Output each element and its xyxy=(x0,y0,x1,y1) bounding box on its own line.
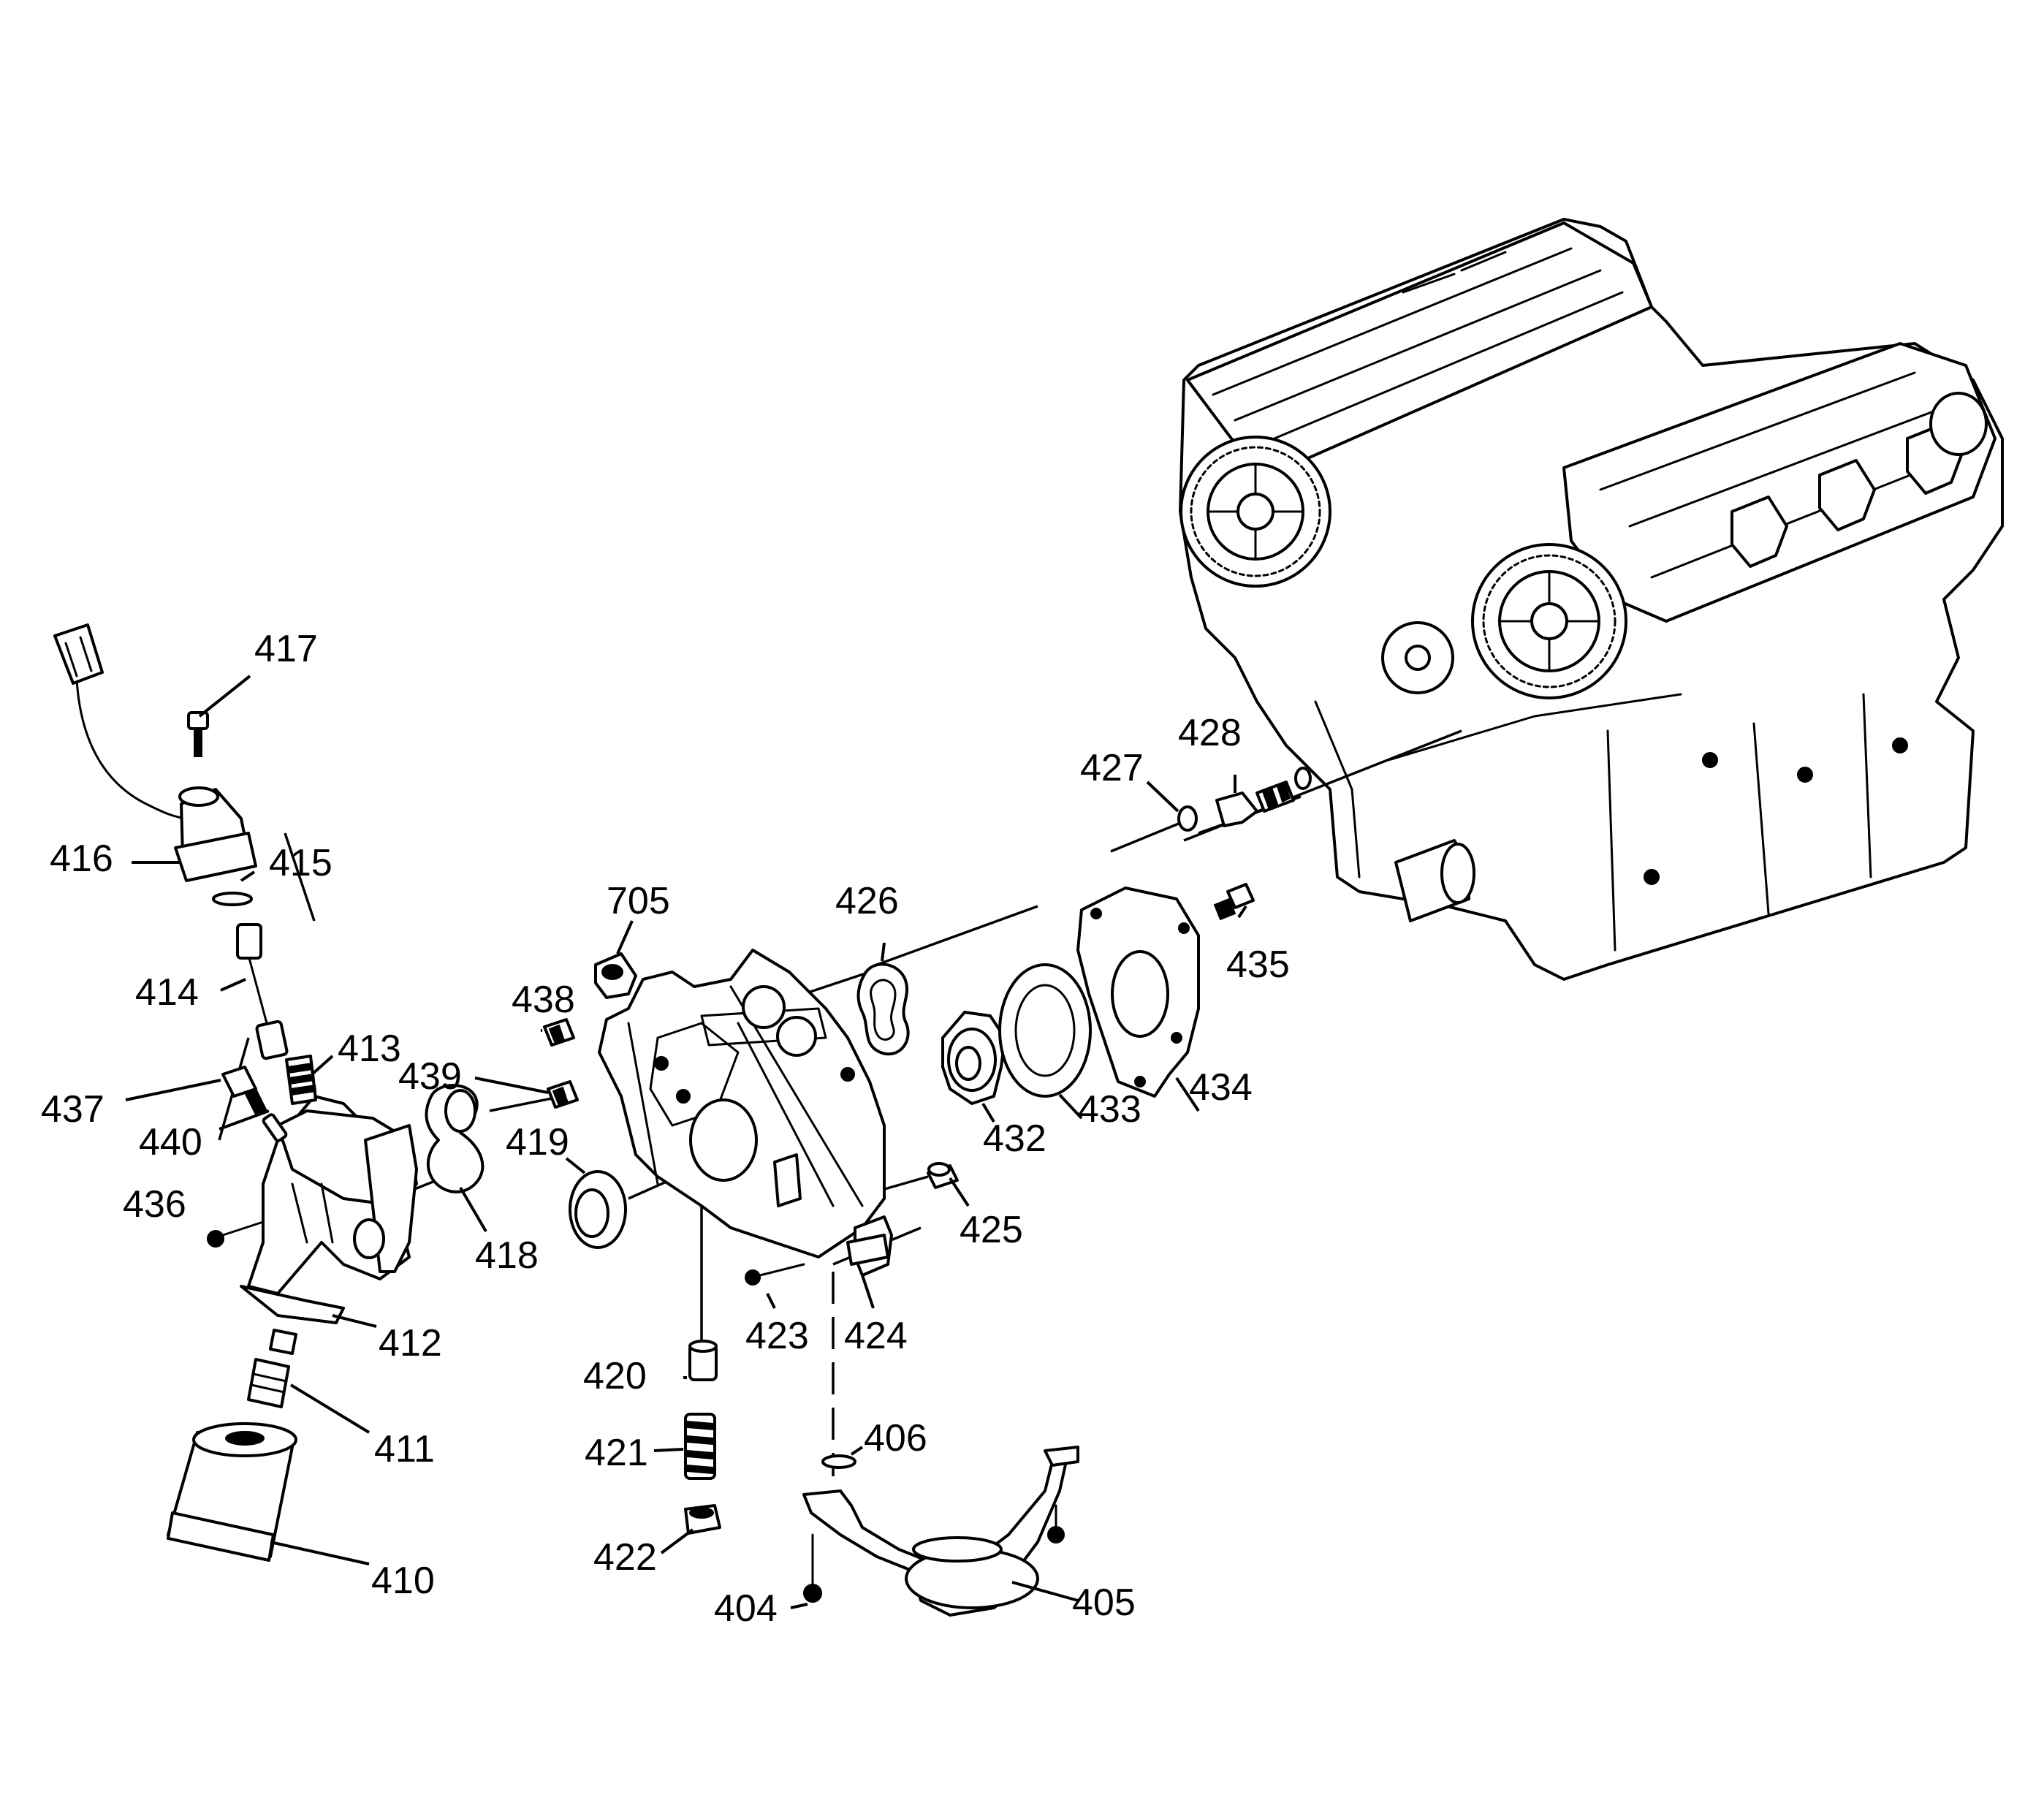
o-ring-428 xyxy=(1294,767,1312,790)
callout-422: 422 xyxy=(593,1536,657,1579)
right-camshaft-sprocket xyxy=(1471,543,1627,699)
callout-404: 404 xyxy=(714,1587,778,1630)
callout-424: 424 xyxy=(844,1315,908,1357)
callout-423: 423 xyxy=(745,1315,809,1357)
callout-427: 427 xyxy=(1080,747,1144,789)
callout-439: 439 xyxy=(398,1055,462,1098)
engine-block-illustration xyxy=(1179,218,2004,981)
callout-405: 405 xyxy=(1072,1582,1136,1624)
cap-705 xyxy=(594,952,637,999)
callout-416: 416 xyxy=(50,838,113,880)
outer-pump-rotor xyxy=(998,963,1092,1098)
callout-411: 411 xyxy=(374,1428,435,1470)
callout-417: 417 xyxy=(254,628,318,670)
callout-705: 705 xyxy=(607,880,670,922)
bracket-424 xyxy=(846,1215,893,1277)
callout-436: 436 xyxy=(123,1183,186,1226)
pickup-brace-bolt xyxy=(1047,1504,1065,1544)
callout-leader-lines xyxy=(125,675,1247,1609)
oil-pressure-sensor xyxy=(53,623,257,882)
front-crank-seal xyxy=(569,1170,627,1249)
callout-440: 440 xyxy=(139,1121,202,1163)
callout-418: 418 xyxy=(475,1234,539,1277)
oil-pickup-tube-screen xyxy=(802,1446,1079,1617)
callout-419: 419 xyxy=(506,1121,569,1163)
callout-435: 435 xyxy=(1226,944,1290,986)
callout-438: 438 xyxy=(512,979,575,1021)
plug-440 xyxy=(262,1113,288,1142)
relief-valve-cap xyxy=(684,1504,721,1535)
relief-spring xyxy=(285,1055,317,1105)
oil-filler-cap xyxy=(1929,392,1988,456)
pump-cover-plate xyxy=(1076,886,1200,1098)
oil-filter xyxy=(167,1422,297,1562)
oil-filter-adapter xyxy=(240,1095,418,1324)
inner-pump-gear xyxy=(941,1011,1006,1105)
callout-425: 425 xyxy=(960,1209,1023,1251)
filter-connector-fitting xyxy=(247,1329,297,1408)
plug-438 xyxy=(543,1018,575,1047)
callout-413: 413 xyxy=(338,1028,401,1070)
callout-428: 428 xyxy=(1178,712,1242,754)
oil-tube xyxy=(236,923,289,1060)
oil-pump-front-cover xyxy=(598,949,886,1258)
snap-ring-427 xyxy=(1177,805,1198,832)
callout-406: 406 xyxy=(864,1417,927,1459)
dowel-pin xyxy=(927,1162,959,1189)
callout-415: 415 xyxy=(269,842,333,884)
pickup-gasket xyxy=(821,1454,856,1469)
callout-414: 414 xyxy=(135,971,199,1014)
callout-432: 432 xyxy=(983,1117,1046,1160)
callout-412: 412 xyxy=(379,1322,442,1364)
callout-421: 421 xyxy=(585,1432,648,1474)
callout-437: 437 xyxy=(41,1088,105,1131)
callout-433: 433 xyxy=(1078,1088,1141,1131)
callout-434: 434 xyxy=(1189,1066,1253,1109)
temperature-sender xyxy=(221,1066,268,1116)
adapter-gasket xyxy=(425,1084,485,1193)
callout-labels: 404 405 406 410 411 412 413 414 415 416 … xyxy=(41,628,1290,1630)
plug-439 xyxy=(547,1080,579,1109)
adapter-bolt xyxy=(207,1220,265,1248)
relief-valve-spring xyxy=(684,1413,716,1480)
bolt-423 xyxy=(745,1263,805,1286)
sensor-bolt xyxy=(187,711,209,757)
left-camshaft-sprocket xyxy=(1179,436,1331,588)
relief-valve-plunger xyxy=(688,1340,718,1381)
pickup-bolt xyxy=(803,1533,822,1603)
callout-426: 426 xyxy=(835,880,899,922)
callout-420: 420 xyxy=(583,1355,647,1397)
gasket-426 xyxy=(856,963,910,1056)
sensor-seal-ring xyxy=(212,892,253,906)
cover-bolt xyxy=(1213,883,1255,921)
callout-410: 410 xyxy=(371,1560,435,1602)
fitting-428 xyxy=(1215,781,1295,827)
